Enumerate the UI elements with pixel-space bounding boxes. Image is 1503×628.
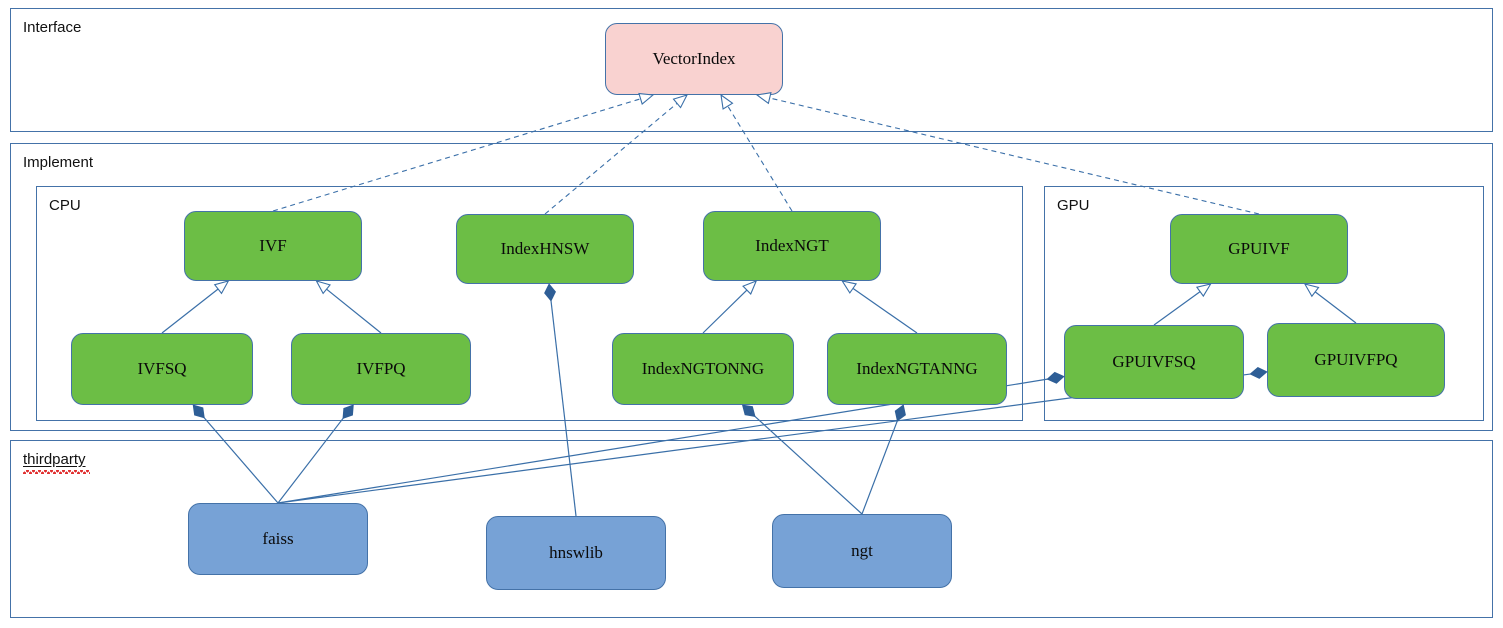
node-label-faiss: faiss [262, 528, 294, 548]
package-label-cpu: CPU [49, 197, 81, 214]
node-label-vectorindex: VectorIndex [652, 48, 736, 68]
package-label-interface: Interface [23, 19, 82, 36]
node-label-ivfpq: IVFPQ [356, 358, 406, 378]
node-label-hnswlib: hnswlib [549, 542, 603, 562]
package-label-gpu: GPU [1057, 197, 1090, 214]
node-ivfsq[interactable]: IVFSQ [71, 333, 253, 405]
node-gpuivfsq[interactable]: GPUIVFSQ [1064, 325, 1244, 399]
node-indexhnsw[interactable]: IndexHNSW [456, 214, 634, 284]
node-vectorindex[interactable]: VectorIndex [605, 23, 783, 95]
package-label-thirdparty: thirdparty [23, 451, 90, 474]
node-ivf[interactable]: IVF [184, 211, 362, 281]
package-label-implement: Implement [23, 154, 94, 171]
node-indexngt[interactable]: IndexNGT [703, 211, 881, 281]
node-label-gpuivf: GPUIVF [1228, 238, 1290, 258]
node-indexngtonng[interactable]: IndexNGTONNG [612, 333, 794, 405]
node-label-ivf: IVF [259, 235, 287, 255]
node-indexngtanng[interactable]: IndexNGTANNG [827, 333, 1007, 405]
node-faiss[interactable]: faiss [188, 503, 368, 575]
node-label-indexngtonng: IndexNGTONNG [641, 358, 765, 378]
package-gpu [1044, 186, 1484, 421]
node-label-indexhnsw: IndexHNSW [500, 238, 590, 258]
node-label-indexngtanng: IndexNGTANNG [856, 358, 978, 378]
node-label-ivfsq: IVFSQ [137, 358, 187, 378]
node-ngt[interactable]: ngt [772, 514, 952, 588]
node-label-ngt: ngt [851, 540, 873, 560]
node-label-indexngt: IndexNGT [755, 235, 829, 255]
node-label-gpuivfsq: GPUIVFSQ [1112, 351, 1196, 371]
node-gpuivfpq[interactable]: GPUIVFPQ [1267, 323, 1445, 397]
node-gpuivf[interactable]: GPUIVF [1170, 214, 1348, 284]
node-label-gpuivfpq: GPUIVFPQ [1314, 349, 1398, 369]
node-ivfpq[interactable]: IVFPQ [291, 333, 471, 405]
node-hnswlib[interactable]: hnswlib [486, 516, 666, 590]
